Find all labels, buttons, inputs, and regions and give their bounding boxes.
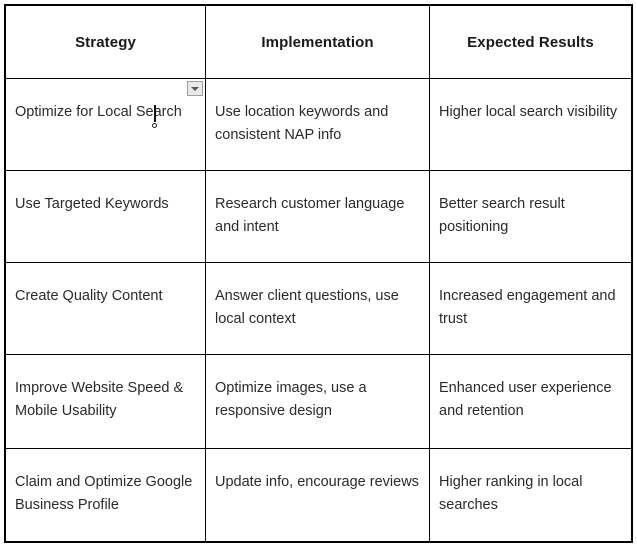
table-row: Optimize for Local Search Use location k…	[5, 78, 632, 171]
cell-expected-results-text: Higher ranking in local searches	[439, 474, 583, 514]
column-header-expected-results-label: Expected Results	[467, 33, 594, 51]
cell-expected-results[interactable]: Enhanced user experience and retention	[429, 354, 632, 449]
cell-implementation[interactable]: Update info, encourage reviews	[205, 448, 430, 542]
cell-expected-results-text: Enhanced user experience and retention	[439, 380, 612, 420]
table-row: Claim and Optimize Google Business Profi…	[5, 448, 632, 542]
cell-implementation-text: Research customer language and intent	[215, 196, 405, 236]
cell-implementation[interactable]: Use location keywords and consistent NAP…	[205, 78, 430, 171]
cell-strategy[interactable]: Create Quality Content	[5, 262, 206, 355]
table-row: Improve Website Speed & Mobile Usability…	[5, 354, 632, 449]
cell-implementation-text: Optimize images, use a responsive design	[215, 380, 367, 420]
cell-expected-results-text: Better search result positioning	[439, 196, 565, 236]
cell-expected-results[interactable]: Better search result positioning	[429, 170, 632, 263]
chevron-down-icon[interactable]	[187, 81, 203, 96]
text-cursor-marker-icon	[152, 123, 157, 128]
cell-strategy-text: Use Targeted Keywords	[15, 196, 169, 212]
cell-expected-results-text: Higher local search visibility	[439, 104, 618, 120]
local-seo-strategy-table: Strategy Implementation Expected Results…	[4, 4, 633, 543]
cell-expected-results-text: Increased engagement and trust	[439, 288, 616, 328]
cell-expected-results[interactable]: Increased engagement and trust	[429, 262, 632, 355]
text-insertion-caret-icon	[154, 105, 156, 122]
cell-implementation[interactable]: Answer client questions, use local conte…	[205, 262, 430, 355]
cell-implementation[interactable]: Optimize images, use a responsive design	[205, 354, 430, 449]
cell-strategy-text: Create Quality Content	[15, 288, 163, 304]
column-header-strategy-label: Strategy	[75, 33, 136, 51]
column-header-strategy: Strategy	[5, 5, 206, 79]
cell-strategy[interactable]: Improve Website Speed & Mobile Usability	[5, 354, 206, 449]
cell-strategy-text: Improve Website Speed & Mobile Usability	[15, 380, 184, 420]
cell-strategy-text: Optimize for Local Search	[15, 104, 182, 120]
cell-strategy-text: Claim and Optimize Google Business Profi…	[15, 474, 193, 514]
cell-expected-results[interactable]: Higher local search visibility	[429, 78, 632, 171]
chevron-down-glyph	[191, 86, 199, 91]
cell-implementation-text: Update info, encourage reviews	[215, 474, 419, 490]
cell-implementation[interactable]: Research customer language and intent	[205, 170, 430, 263]
cell-strategy[interactable]: Use Targeted Keywords	[5, 170, 206, 263]
cell-strategy[interactable]: Claim and Optimize Google Business Profi…	[5, 448, 206, 542]
cell-strategy[interactable]: Optimize for Local Search	[5, 78, 206, 171]
cell-expected-results[interactable]: Higher ranking in local searches	[429, 448, 632, 542]
cell-implementation-text: Answer client questions, use local conte…	[215, 288, 399, 328]
table-row: Create Quality Content Answer client que…	[5, 262, 632, 355]
table-row: Use Targeted Keywords Research customer …	[5, 170, 632, 263]
table-header-row: Strategy Implementation Expected Results	[5, 5, 632, 79]
column-header-implementation: Implementation	[205, 5, 430, 79]
table-container: Strategy Implementation Expected Results…	[4, 4, 633, 543]
column-header-expected-results: Expected Results	[429, 5, 632, 79]
cell-implementation-text: Use location keywords and consistent NAP…	[215, 104, 389, 144]
column-header-implementation-label: Implementation	[261, 33, 374, 51]
